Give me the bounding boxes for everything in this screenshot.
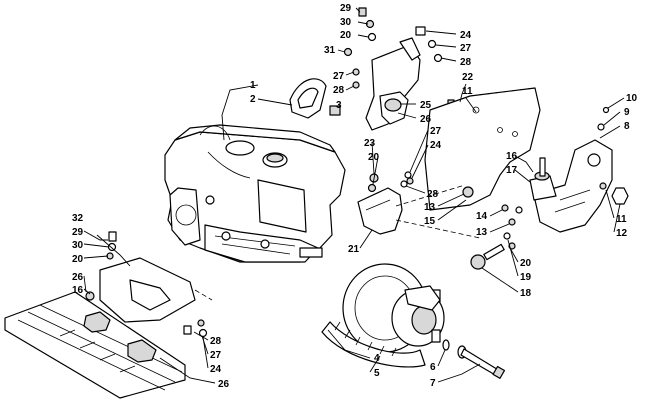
callout-26-lower: 26 [218, 379, 230, 390]
callout-1: 1 [250, 80, 256, 91]
adjuster-knob [470, 232, 516, 270]
callout-25: 25 [420, 100, 432, 111]
callout-15: 15 [424, 216, 436, 227]
callout-24-center: 24 [430, 140, 442, 151]
right-hardware [501, 106, 629, 226]
callout-24-top-right: 24 [460, 30, 472, 41]
callout-31: 31 [324, 45, 336, 56]
callout-28-center: 28 [427, 189, 439, 200]
callout-19: 19 [520, 272, 532, 283]
lower-left-hardware [183, 319, 208, 338]
callout-11-top: 11 [462, 86, 473, 97]
callout-30-top: 30 [340, 17, 352, 28]
callout-12: 12 [616, 228, 628, 239]
callout-8: 8 [624, 121, 630, 132]
drive-clutch [321, 263, 445, 368]
callout-21: 21 [348, 244, 360, 255]
callout-labels: 29 30 20 31 27 28 24 27 28 22 11 25 26 1… [72, 3, 638, 390]
callout-27-lower: 27 [210, 350, 222, 361]
callout-10: 10 [626, 93, 638, 104]
callout-3: 3 [336, 100, 342, 111]
callout-7: 7 [430, 378, 436, 389]
callout-2: 2 [250, 94, 256, 105]
callout-20-top: 20 [340, 30, 352, 41]
callout-16-left: 16 [72, 285, 84, 296]
callout-26-left: 26 [72, 272, 84, 283]
callout-16-right: 16 [506, 151, 518, 162]
callout-4: 4 [374, 353, 380, 364]
lift-handle [289, 78, 327, 119]
callout-11-right: 11 [616, 214, 627, 225]
callout-32: 32 [72, 213, 84, 224]
leader-lines [83, 7, 625, 384]
frame-plate [424, 87, 541, 211]
callout-28-lower: 28 [210, 336, 222, 347]
callout-29-top: 29 [340, 3, 352, 14]
left-mount-plate [85, 231, 213, 323]
callout-28-upper: 28 [333, 85, 345, 96]
callout-22: 22 [462, 72, 474, 83]
upper-mount-bracket [365, 37, 421, 131]
callout-27-upper: 27 [333, 71, 345, 82]
clutch-bolt [442, 339, 506, 379]
callout-6: 6 [430, 362, 436, 373]
callout-23: 23 [364, 138, 376, 149]
callout-20-right: 20 [520, 258, 532, 269]
callout-13-right: 13 [476, 227, 488, 238]
callout-24-lower: 24 [210, 364, 222, 375]
callout-14: 14 [476, 211, 488, 222]
callout-17: 17 [506, 165, 518, 176]
callout-30-left: 30 [72, 240, 84, 251]
callout-26-upper: 26 [420, 114, 432, 125]
engine-assembly [164, 124, 346, 263]
chassis-rail [4, 291, 186, 399]
callout-20-left: 20 [72, 254, 84, 265]
callout-18: 18 [520, 288, 532, 299]
callout-27-top-right: 27 [460, 43, 472, 54]
callout-28-top-right: 28 [460, 57, 472, 68]
callout-13-center: 13 [424, 202, 436, 213]
right-engine-mount [529, 139, 613, 233]
callout-29-left: 29 [72, 227, 84, 238]
callout-5: 5 [374, 368, 380, 379]
callout-27-center: 27 [430, 126, 442, 137]
callout-20-center: 20 [368, 152, 380, 163]
callout-9: 9 [624, 107, 630, 118]
